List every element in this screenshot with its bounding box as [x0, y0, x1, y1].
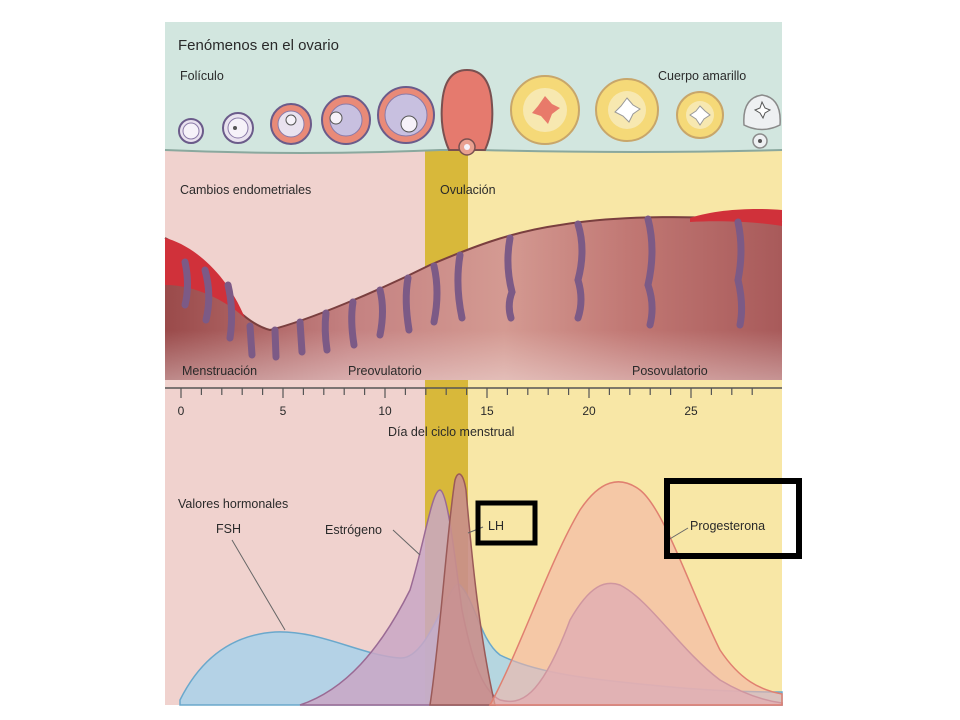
follicle-2-icon	[222, 112, 254, 144]
progesterone-label: Progesterona	[690, 519, 765, 533]
phase-preovulatory-label: Preovulatorio	[348, 364, 422, 378]
gland	[376, 286, 386, 339]
axis-tick-label: 10	[378, 404, 392, 418]
axis-label: Día del ciclo menstrual	[388, 425, 514, 439]
gland	[296, 318, 306, 356]
axis-tick-label: 0	[178, 404, 185, 418]
lh-curve	[429, 473, 496, 706]
gland	[271, 326, 280, 361]
gland	[181, 258, 191, 309]
axis-minor-ticks	[180, 388, 753, 398]
progesterone-highlight-box	[664, 478, 802, 559]
hormone-curves	[179, 473, 783, 706]
follicle-3-icon	[270, 103, 312, 145]
endometrium-fade	[165, 330, 782, 380]
gland	[224, 281, 236, 342]
gland	[402, 274, 413, 334]
gland	[644, 215, 656, 329]
endometrium-title: Cambios endometriales	[180, 183, 311, 197]
progesterone-leader	[667, 527, 689, 541]
follicle-label: Folículo	[180, 69, 224, 83]
axis-tick-label: 5	[280, 404, 287, 418]
phase-postovulatory-label: Posovulatorio	[632, 364, 708, 378]
estrogen-label: Estrógeno	[325, 523, 382, 537]
hormones-title: Valores hormonales	[178, 497, 288, 511]
cycle-axis: 0 5 10 15 20 25 Día del ciclo menstrual	[165, 387, 782, 439]
axis-tick-label: 15	[480, 404, 494, 418]
lh-highlight-box	[475, 500, 538, 546]
follicles	[178, 68, 781, 156]
gland	[430, 262, 441, 326]
follicle-5-icon	[377, 86, 435, 144]
gland	[201, 266, 213, 324]
axis-tick-label: 20	[582, 404, 596, 418]
follicular-phase-region	[165, 150, 425, 705]
gland	[734, 218, 746, 329]
fsh-label: FSH	[216, 522, 241, 536]
ovulation-label: Ovulación	[440, 183, 496, 197]
ovary-title: Fenómenos en el ovario	[178, 37, 339, 54]
gland	[504, 234, 516, 322]
endometrial-glands	[181, 215, 746, 361]
estrogen-leader	[392, 529, 421, 556]
follicle-4-icon	[321, 95, 371, 145]
phase-menstruation-label: Menstruación	[182, 364, 257, 378]
labels: Fenómenos en el ovario Folículo Cuerpo a…	[178, 37, 765, 537]
fsh-leader	[231, 539, 286, 631]
gland	[321, 309, 331, 354]
lh-label: LH	[488, 519, 504, 533]
corpus-luteum-label: Cuerpo amarillo	[658, 69, 746, 83]
gland	[454, 251, 466, 322]
corpus-luteum-1-icon	[510, 75, 580, 145]
gland	[348, 298, 358, 349]
gland	[246, 322, 256, 359]
ovulating-follicle-icon	[440, 68, 494, 156]
corpus-luteum-2-icon	[595, 78, 659, 142]
follicle-1-icon	[178, 118, 204, 144]
gland	[574, 220, 586, 322]
endometrium-layer	[164, 208, 783, 380]
axis-tick-labels: 0 5 10 15 20 25	[178, 404, 698, 418]
axis-tick-label: 25	[684, 404, 698, 418]
progesterone-curve	[488, 481, 783, 706]
corpus-luteum-3-icon	[676, 91, 724, 139]
corpus-albicans-icon	[743, 94, 781, 149]
menstrual-bleed-right	[690, 208, 782, 226]
